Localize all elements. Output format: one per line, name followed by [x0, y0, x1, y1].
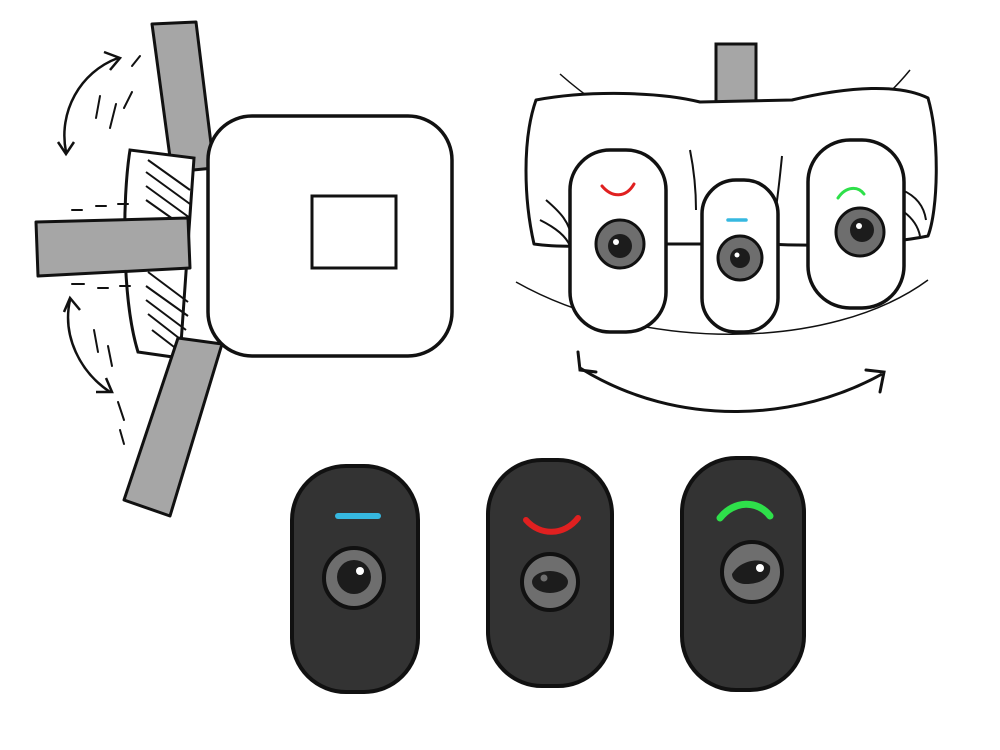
state-pod-sad [486, 458, 614, 688]
pod-right-indicator [836, 187, 866, 200]
indicator-happy-smile [716, 500, 774, 522]
device-square-body [206, 114, 454, 358]
right-sketch [515, 42, 938, 413]
lens-glint [756, 564, 764, 572]
left-sketch [34, 20, 454, 518]
rotate-arrow-head [56, 50, 123, 157]
strap-lower [122, 336, 224, 518]
lens-core [337, 560, 371, 594]
rotate-arrow-icon [63, 56, 119, 153]
state-pod-neutral [290, 464, 420, 694]
pod-left-lens [594, 218, 646, 270]
curved-arrow-head [576, 350, 886, 394]
pod-left-indicator [600, 182, 636, 197]
pod-right-lens [834, 206, 886, 258]
lens-glint [356, 567, 364, 575]
pod-middle-lens [716, 234, 764, 282]
rotate-arrow-icon [66, 299, 111, 394]
strap-upper [150, 20, 216, 174]
lens-core [532, 571, 568, 593]
wrist-arc-bottom [515, 279, 929, 335]
strap-horizontal [34, 216, 192, 278]
state-pod-happy [680, 456, 806, 692]
lens-glint [540, 574, 548, 582]
motion-lines [71, 55, 141, 445]
indicator-sad-frown [523, 515, 581, 535]
state-pods [290, 456, 806, 694]
rotate-arrow-head [62, 295, 114, 394]
device-display-window [310, 194, 398, 270]
curved-arrow-icon [579, 366, 883, 413]
